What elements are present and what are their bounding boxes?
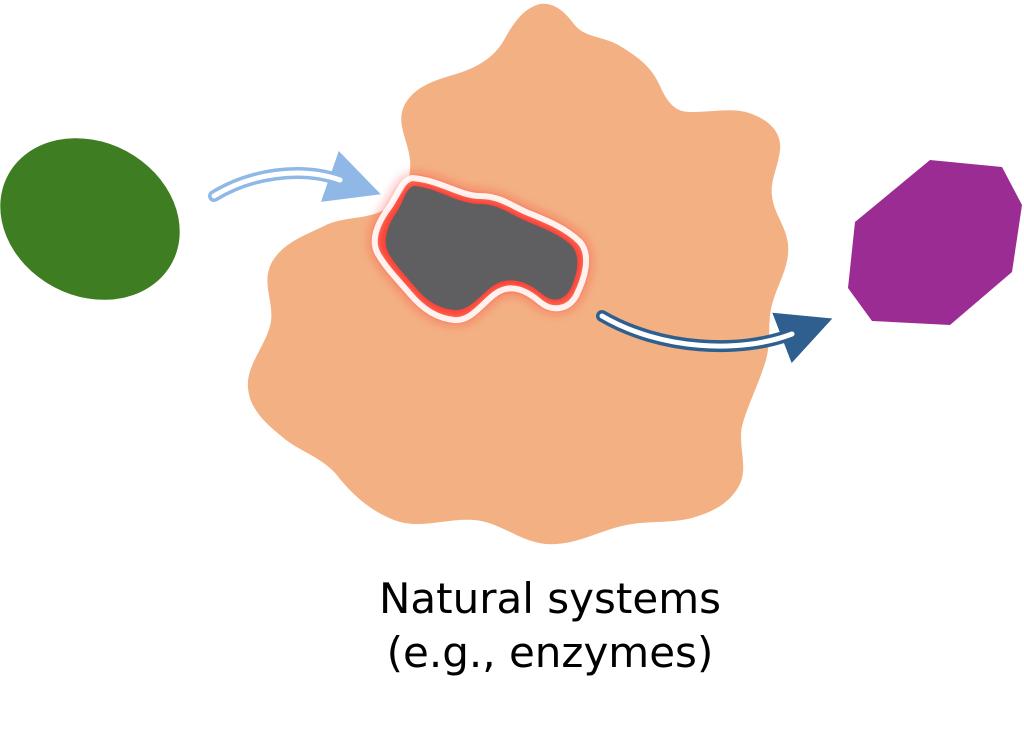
- arrow-out-of-enzyme-highlight: [599, 313, 795, 349]
- caption-line-2: (e.g., enzymes): [386, 628, 714, 677]
- arrow-into-enzyme-highlight: [211, 170, 343, 199]
- diagram-caption: Natural systems (e.g., enzymes): [0, 572, 1024, 680]
- active-site-pocket: [385, 186, 578, 311]
- caption-line-1: Natural systems: [379, 574, 721, 623]
- product-shape: [848, 160, 1022, 325]
- active-site-rim: [371, 174, 590, 324]
- substrate-shape: [0, 138, 180, 300]
